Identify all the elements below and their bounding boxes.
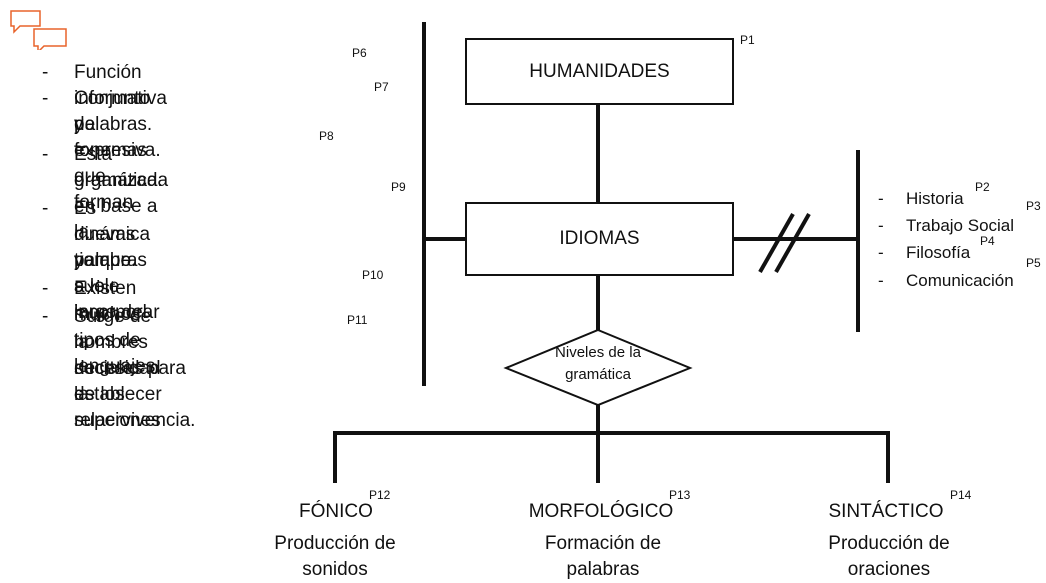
list-item-tag: P6 (352, 46, 367, 60)
list-item-tag: P11 (347, 313, 368, 327)
level-subtitle-line2: oraciones (847, 559, 931, 580)
level-subtitle-line1: Producción de (274, 533, 396, 554)
level-tag: P12 (369, 488, 391, 502)
list-item-tag: P9 (391, 180, 406, 194)
slash-mark-2 (774, 213, 811, 273)
list-item-tag: P2 (975, 180, 990, 194)
level-title: FÓNICO (299, 501, 373, 522)
list-item-tag: P8 (319, 129, 334, 143)
center-node-idiomas: IDIOMAS (465, 202, 734, 276)
diamond-label-line1: Niveles de la (555, 344, 641, 361)
root-node-humanidades: HUMANIDADES (465, 38, 734, 105)
list-item-dash: - (878, 216, 884, 235)
list-item-dash: - (878, 189, 884, 208)
list-item: Comunicación (906, 271, 1014, 290)
level-subtitle-line1: Producción de (828, 533, 950, 554)
list-item-tag: P7 (374, 80, 389, 94)
level-title: MORFOLÓGICO (528, 501, 674, 522)
level-title: SINTÁCTICO (828, 501, 944, 522)
root-tag: P1 (740, 33, 755, 47)
list-item: Filosofía (906, 243, 971, 262)
list-item-tag: P5 (1026, 256, 1041, 270)
list-item-dash: - (878, 271, 884, 290)
list-item-tag: P3 (1026, 199, 1041, 213)
slash-mark-1 (758, 213, 795, 273)
diamond-label-line2: gramática (565, 366, 631, 383)
level-subtitle-line2: sonidos (302, 559, 368, 580)
root-node-label: HUMANIDADES (529, 60, 670, 82)
center-node-label: IDIOMAS (559, 228, 640, 249)
list-item-dash: - (878, 243, 884, 262)
level-tag: P13 (669, 488, 691, 502)
list-item-tag: P4 (980, 234, 995, 248)
list-item: Historia (906, 189, 964, 208)
level-subtitle-line1: Formación de (544, 533, 662, 554)
list-item-tag: P10 (362, 268, 384, 282)
level-subtitle-line2: palabras (566, 559, 640, 580)
level-tag: P14 (950, 488, 972, 502)
comment-bubbles-icon[interactable] (10, 10, 70, 50)
list-item: Trabajo Social (906, 216, 1015, 235)
